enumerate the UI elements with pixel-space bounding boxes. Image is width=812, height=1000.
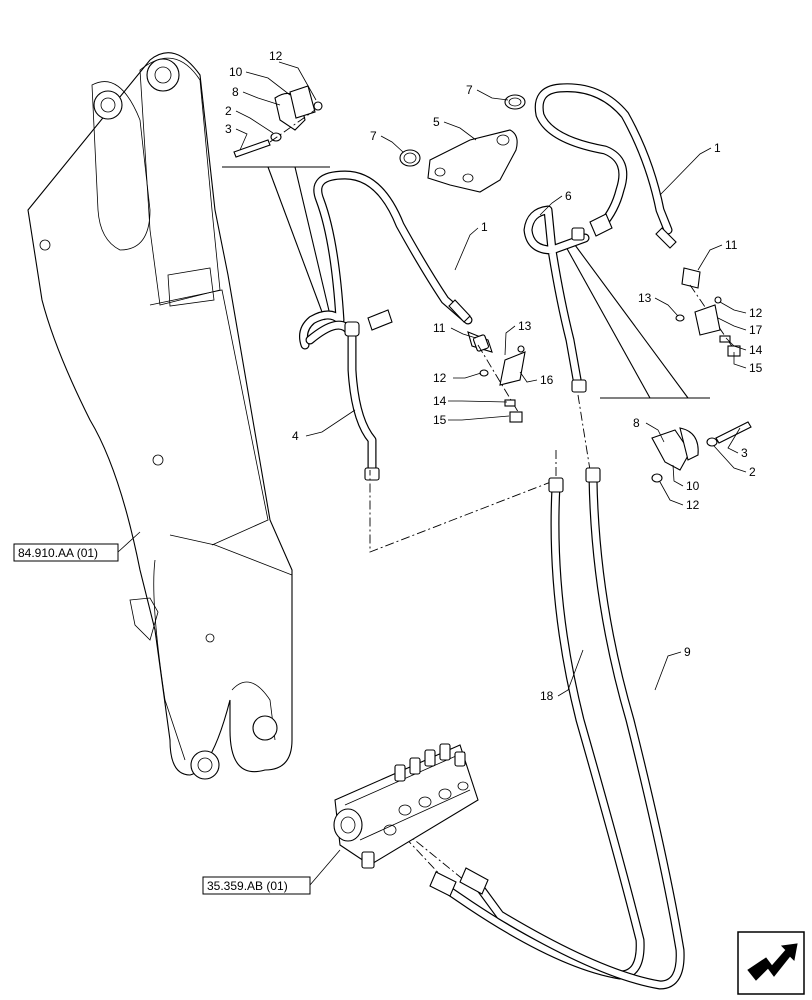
clamp-assembly-top xyxy=(233,85,323,158)
callout-11: 11 xyxy=(433,321,446,335)
hose-1-left xyxy=(299,170,473,350)
callout-9: 9 xyxy=(684,645,691,659)
clamp-7-left xyxy=(399,149,421,167)
tube-6 xyxy=(523,205,590,393)
callout-11: 11 xyxy=(725,238,738,252)
callout-13: 13 xyxy=(638,291,652,305)
callout-5: 5 xyxy=(433,115,440,129)
callout-7: 7 xyxy=(466,83,473,97)
fitting-assembly-left xyxy=(467,331,526,423)
hose-9 xyxy=(473,467,685,990)
reference-boom[interactable]: 84.910.AA (01) xyxy=(13,531,141,562)
callout-12: 12 xyxy=(686,498,700,512)
callout-12: 12 xyxy=(269,49,283,63)
callout-1: 1 xyxy=(714,141,721,155)
valve-spools xyxy=(383,743,469,836)
hose-1-right xyxy=(534,83,677,249)
clamp-7-right xyxy=(504,94,526,110)
callout-14: 14 xyxy=(433,394,447,408)
callout-16: 16 xyxy=(540,373,554,387)
hose-end-fittings xyxy=(429,867,489,897)
callout-3: 3 xyxy=(741,446,748,460)
callout-14: 14 xyxy=(749,343,763,357)
callout-2: 2 xyxy=(225,104,232,118)
next-page-arrow-icon[interactable] xyxy=(737,931,805,995)
plate-5 xyxy=(427,129,518,193)
callout-13: 13 xyxy=(518,319,532,333)
hose-18 xyxy=(440,477,645,980)
clamp-assembly-right xyxy=(651,421,752,483)
callout-1: 1 xyxy=(481,220,488,234)
callout-7: 7 xyxy=(370,129,377,143)
callout-labels: 12 10 8 2 3 7 5 7 1 6 1 4 11 13 12 16 14… xyxy=(225,49,763,703)
callout-18: 18 xyxy=(540,689,554,703)
loader-boom xyxy=(27,52,293,780)
callout-8: 8 xyxy=(633,416,640,430)
reference-valve-label: 35.359.AB (01) xyxy=(207,879,288,893)
tube-4 xyxy=(305,320,380,481)
callout-4: 4 xyxy=(292,429,299,443)
callout-2: 2 xyxy=(749,465,756,479)
callout-10: 10 xyxy=(229,65,243,79)
reference-valve[interactable]: 35.359.AB (01) xyxy=(202,849,341,895)
callout-17: 17 xyxy=(749,323,763,337)
callout-8: 8 xyxy=(232,85,239,99)
control-valve xyxy=(333,743,479,869)
callout-3: 3 xyxy=(225,122,232,136)
reference-boom-label: 84.910.AA (01) xyxy=(18,546,98,560)
callout-12: 12 xyxy=(749,306,763,320)
callout-15: 15 xyxy=(433,413,447,427)
assembly-lines xyxy=(222,166,710,399)
callout-10: 10 xyxy=(686,479,700,493)
callout-6: 6 xyxy=(565,189,572,203)
callout-12: 12 xyxy=(433,371,447,385)
leader-lines xyxy=(235,61,747,697)
callout-15: 15 xyxy=(749,361,763,375)
